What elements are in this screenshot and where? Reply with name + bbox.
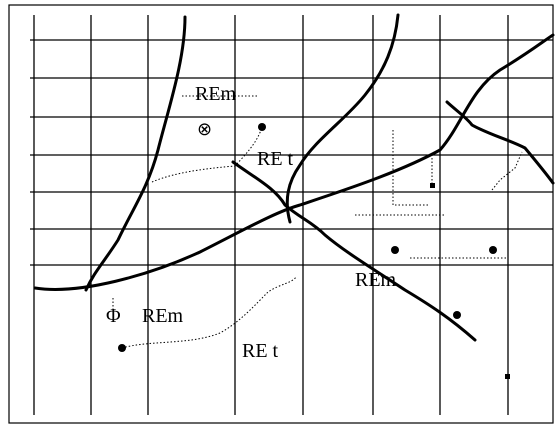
label-rem-top: REm [195, 83, 237, 105]
dotted-path-right-edge [491, 151, 523, 191]
road-upper [285, 13, 400, 224]
dotted-path-center-right [392, 130, 430, 206]
circle-cross-icon: ⊗ [197, 119, 212, 140]
square-marker [430, 183, 435, 188]
label-ret-top: RE t [257, 148, 294, 170]
dotted-path-ret-top [151, 126, 263, 183]
road-right [445, 100, 555, 185]
point-marker [391, 246, 399, 254]
map-border [8, 4, 554, 424]
point-marker [258, 123, 266, 131]
road-main-diagonal [33, 33, 555, 291]
point-marker [118, 344, 126, 352]
river-left [84, 15, 187, 292]
label-rem-bottom: REm [142, 305, 184, 327]
phi-symbol: Φ [106, 305, 121, 327]
point-marker [453, 311, 461, 319]
label-rem-mid: REm [355, 269, 397, 291]
point-marker [489, 246, 497, 254]
thick-lines [33, 13, 555, 342]
label-ret-bottom: RE t [242, 340, 279, 362]
dotted-path-bottom [121, 276, 297, 349]
square-marker [505, 374, 510, 379]
road-crossing [231, 160, 477, 342]
